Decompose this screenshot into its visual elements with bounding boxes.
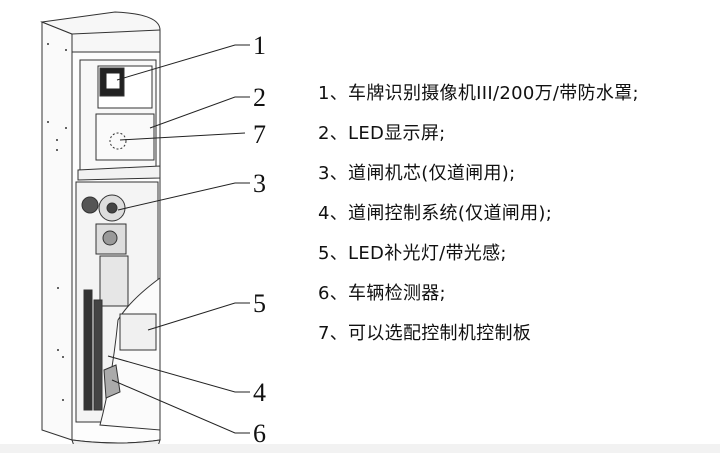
- legend-item-led-fill-light: 5、LED补光灯/带光感;: [318, 243, 507, 264]
- legend-item-gate-mechanism: 3、道闸机芯(仅道闸用);: [318, 163, 516, 184]
- vehicle-detector: [103, 364, 121, 399]
- spring-left: [83, 289, 93, 411]
- leader-line-5: [147, 302, 250, 331]
- legend-item-camera: 1、车牌识别摄像机III/200万/带防水罩;: [318, 83, 639, 104]
- callout-7: 7: [253, 120, 266, 149]
- leader-line-3: [117, 182, 250, 211]
- camera-lens: [105, 72, 121, 90]
- leader-line-2: [149, 96, 250, 129]
- callout-1: 1: [253, 31, 266, 60]
- callout-3: 3: [253, 169, 266, 198]
- led-fill-light: [119, 313, 157, 351]
- spring-right: [93, 299, 103, 411]
- leader-line-1: [116, 44, 250, 81]
- component-legend: 1、车牌识别摄像机III/200万/带防水罩; 2、LED显示屏; 3、道闸机芯…: [318, 80, 639, 360]
- leader-line-4: [107, 355, 250, 393]
- leader-line-6: [111, 379, 250, 434]
- pillar-side-panel: [41, 21, 73, 441]
- callout-5: 5: [253, 289, 266, 318]
- bottom-strip: [0, 444, 720, 453]
- legend-item-control-board: 7、可以选配控制机控制板: [318, 323, 532, 344]
- control-board-position: [109, 132, 127, 150]
- callout-2: 2: [253, 83, 266, 112]
- leader-line-7: [119, 132, 246, 141]
- legend-item-vehicle-detector: 6、车辆检测器;: [318, 283, 446, 304]
- callout-6: 6: [253, 419, 266, 448]
- legend-item-gate-control: 4、道闸控制系统(仅道闸用);: [318, 203, 553, 224]
- legend-item-led-display: 2、LED显示屏;: [318, 123, 446, 144]
- callout-4: 4: [253, 378, 266, 407]
- motor-block: [95, 223, 127, 255]
